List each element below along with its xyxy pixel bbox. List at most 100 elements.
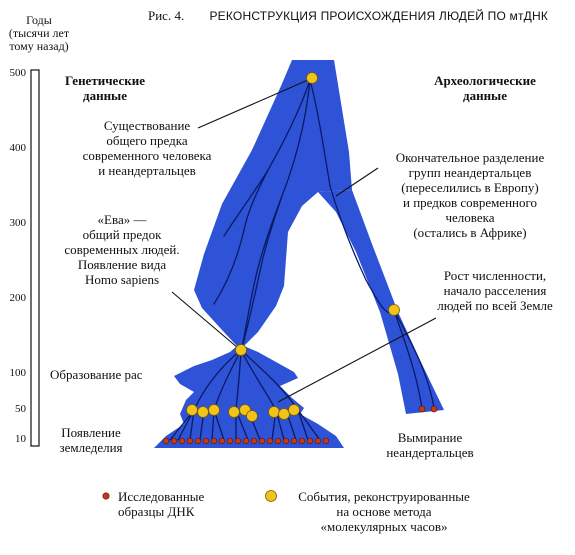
legend-line: «молекулярных часов» [320, 519, 448, 534]
annotation-common-ancestor: Существование общего предка современного… [62, 118, 232, 178]
tree-silhouette [154, 60, 444, 448]
legend-line: образцы ДНК [118, 504, 195, 519]
annotation-line: общего предка [106, 133, 188, 148]
event-dot [186, 404, 198, 416]
tree-neanderthal-branch [318, 190, 444, 414]
legend-event-dot [265, 490, 277, 502]
event-dot [208, 404, 220, 416]
annotation-line: людей по всей Земле [437, 298, 553, 313]
dna-sample-dot [418, 405, 426, 413]
branch-line [241, 275, 257, 349]
branch-line [393, 309, 423, 409]
heading-line: данные [463, 88, 507, 103]
heading-line: данные [83, 88, 127, 103]
annotation-line: и предков современного [402, 195, 538, 210]
heading-archaeological: Археологические данные [410, 73, 560, 103]
annotation-line: Существование [103, 118, 191, 133]
pointer-line-eve [171, 291, 239, 349]
dna-sample-dot [290, 437, 298, 445]
branch-line [240, 349, 299, 411]
annotation-line: Рост численности, [443, 268, 547, 283]
event-dot-split [388, 304, 400, 316]
branch-line [240, 349, 277, 411]
annotation-final-split: Окончательное разделение групп неандерта… [370, 150, 570, 240]
branch-line [393, 309, 435, 409]
annotation-line: (остались в Африке) [413, 225, 527, 240]
tick-label: 10 [15, 433, 26, 445]
annotation-line: современных людей. [64, 242, 180, 257]
tree-branches [169, 79, 435, 441]
event-dot-common-ancestor [306, 72, 318, 84]
legend-samples-label: Исследованные образцы ДНК [118, 489, 248, 519]
annotation-line: Появление [61, 425, 121, 440]
dna-sample-dot [194, 437, 202, 445]
dna-sample-dot [186, 437, 194, 445]
annotation-races: Образование рас [50, 367, 180, 382]
annotation-line: групп неандертальцев [408, 165, 532, 180]
annotation-line: общий предок [82, 227, 162, 242]
tick-label: 50 [15, 403, 26, 415]
tree-lower-bush [154, 346, 344, 448]
dna-sample-dot [314, 437, 322, 445]
legend-line: Исследованные [118, 489, 205, 504]
dna-sample-dot [234, 437, 242, 445]
legend-events-label: События, реконструированные на основе ме… [284, 489, 484, 534]
branch-line [241, 195, 283, 349]
annotation-population-growth: Рост численности, начало расселения люде… [420, 268, 570, 313]
annotation-eve: «Ева» — общий предок современных людей. … [52, 212, 192, 287]
dna-sample-dot [322, 437, 330, 445]
heading-genetic: Генетические данные [50, 73, 160, 103]
branch-line [329, 185, 395, 314]
annotation-line: «Ева» — [97, 212, 147, 227]
dna-sample-dot [202, 437, 210, 445]
figure-caption: РЕКОНСТРУКЦИЯ ПРОИСХОЖДЕНИЯ ЛЮДЕЙ ПО мтД… [209, 9, 549, 23]
dna-sample-dot [170, 437, 178, 445]
heading-line: Генетические [65, 73, 145, 88]
dna-samples [162, 405, 438, 445]
clock-events [186, 72, 400, 422]
dna-sample-dot [218, 437, 226, 445]
dna-sample-dot [306, 437, 314, 445]
branch-line [213, 229, 245, 305]
pointer-line-growth [277, 317, 437, 403]
annotation-line: Вымирание [397, 430, 463, 445]
time-axis-bar [30, 69, 40, 447]
annotation-line: Образование рас [50, 367, 143, 382]
tick-label: 300 [9, 217, 27, 229]
annotation-line: Homo sapiens [84, 272, 160, 287]
figure-number: Рис. 4. [148, 8, 185, 23]
event-dot [278, 408, 290, 420]
event-dot [246, 410, 258, 422]
dna-sample-dot [178, 437, 186, 445]
branch-line [297, 409, 309, 441]
annotation-line: современного человека [82, 148, 212, 163]
annotation-line: человека [445, 210, 495, 225]
tick-label: 500 [9, 67, 27, 79]
tick-label: 400 [9, 142, 27, 154]
branch-line [223, 169, 269, 237]
figure-title: Рис. 4. РЕКОНСТРУКЦИЯ ПРОИСХОЖДЕНИЯ ЛЮДЕ… [148, 8, 548, 24]
event-dot [268, 406, 280, 418]
annotation-line: неандертальцев [386, 445, 474, 460]
annotation-neanderthal-extinction: Вымирание неандертальцев [370, 430, 490, 460]
event-dot [288, 404, 300, 416]
pointer-lines [171, 79, 437, 403]
annotation-agriculture: Появление земледелия [46, 425, 136, 455]
branch-line [193, 349, 242, 411]
pointer-line-split [335, 167, 379, 197]
event-dot-eve [235, 344, 247, 356]
event-dot [197, 406, 209, 418]
annotation-line: земледелия [59, 440, 123, 455]
tick-label: 100 [9, 367, 27, 379]
dna-sample-dot [250, 437, 258, 445]
dna-sample-dot [282, 437, 290, 445]
branch-line [297, 409, 321, 441]
branch-line [309, 79, 331, 187]
pointer-line-common-ancestor [197, 79, 309, 129]
annotation-line: (переселились в Европу) [401, 180, 539, 195]
time-axis-label: Годы (тысячи лет тому назад) [4, 14, 74, 53]
dna-sample-dot [266, 437, 274, 445]
axis-label-line: (тысячи лет [8, 26, 70, 40]
legend-line: События, реконструированные [298, 489, 470, 504]
